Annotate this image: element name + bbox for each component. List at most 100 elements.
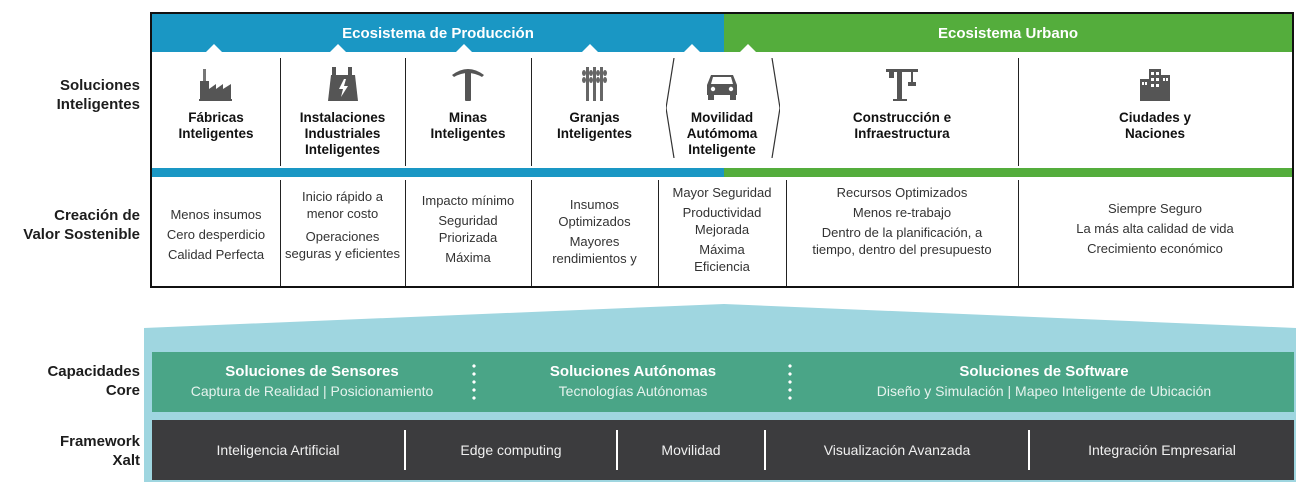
column-divider <box>658 180 659 286</box>
sector-name-line: Fábricas <box>188 110 244 125</box>
value-item: Inicio rápido a menor costo <box>302 189 383 221</box>
column-divider <box>405 58 406 166</box>
row-label-line: Core <box>105 382 140 399</box>
sector-name: Instalaciones Industriales Inteligentes <box>280 110 405 158</box>
core-subtitle: Captura de Realidad | Posicionamiento <box>190 383 434 399</box>
row-label-framework-xalt: Framework Xalt <box>60 432 140 470</box>
sector-name-line: Inteligentes <box>556 126 632 141</box>
value-item: Crecimiento económico <box>1087 241 1223 256</box>
sector-name-line: Inteligentes <box>178 126 254 141</box>
row-label-line: Capacidades <box>47 363 140 380</box>
ecosystem-urban-title: Ecosistema Urbano <box>937 24 1079 42</box>
value-item: Cero desperdicio <box>166 227 266 242</box>
core-subtitle: Tecnologías Autónomas <box>558 383 708 399</box>
sector-name-line: Inteligente <box>688 142 756 157</box>
city-icon <box>1135 64 1175 104</box>
sector-granjas: Granjas Inteligentes Insumos Optimizados… <box>531 54 658 286</box>
solutions-table: Ecosistema de Producción Ecosistema Urba… <box>150 12 1294 288</box>
column-divider <box>786 180 787 286</box>
row-label-line: Valor Sostenible <box>23 226 140 243</box>
sector-values: Siempre Seguro La más alta calidad de vi… <box>1022 200 1288 260</box>
row-label-line: Inteligentes <box>56 96 140 113</box>
sector-ciudades: Ciudades y Naciones Siempre Seguro La má… <box>1018 54 1292 286</box>
value-item: La más alta calidad de vida <box>1076 221 1234 236</box>
sector-name: Ciudades y Naciones <box>1018 110 1292 142</box>
core-capabilities-bar: Soluciones de Sensores Captura de Realid… <box>152 352 1294 412</box>
value-item: Insumos Optimizados <box>558 197 631 229</box>
pickaxe-icon <box>448 64 488 104</box>
column-divider <box>1018 58 1019 166</box>
sector-values: Mayor Seguridad Productividad Mejorada M… <box>662 184 782 278</box>
car-icon <box>702 64 742 104</box>
sector-values: Recursos Optimizados Menos re-trabajo De… <box>790 184 1014 261</box>
sector-name-line: Ciudades y <box>1118 110 1192 125</box>
sector-name-line: Movilidad <box>690 110 754 125</box>
row-label-line: Soluciones <box>59 77 140 94</box>
ecosystem-urban-header: Ecosistema Urbano <box>724 14 1292 52</box>
value-item: Menos insumos <box>170 207 262 222</box>
header-notch <box>454 44 474 54</box>
sector-name-line: Instalaciones <box>299 110 386 125</box>
column-divider <box>1018 180 1019 286</box>
framework-item: Edge computing <box>460 442 562 458</box>
row-label-line: Creación de <box>54 207 140 224</box>
column-divider <box>531 58 532 166</box>
framework-item: Inteligencia Artificial <box>216 442 340 458</box>
value-item: Operaciones seguras y eficientes <box>285 229 400 261</box>
core-separator <box>788 362 792 402</box>
sector-values: Inicio rápido a menor costo Operaciones … <box>284 188 401 265</box>
row-label-line: Framework <box>59 433 140 450</box>
value-item: Productividad Mejorada <box>682 205 762 237</box>
sector-name: Movilidad Autómoma Inteligente <box>658 110 786 158</box>
sector-values: Impacto mínimo Seguridad Priorizada Máxi… <box>409 192 527 269</box>
sector-fabricas: Fábricas Inteligentes Menos insumos Cero… <box>152 54 280 286</box>
header-notch <box>738 44 758 54</box>
core-separator <box>472 362 476 402</box>
power-plant-icon <box>323 64 363 104</box>
sector-name-line: Infraestructura <box>854 126 950 141</box>
crane-icon <box>882 64 922 104</box>
header-notch <box>580 44 600 54</box>
framework-item: Movilidad <box>661 442 721 458</box>
row-label-line: Xalt <box>112 452 140 469</box>
sector-values: Insumos Optimizados Mayores rendimientos… <box>535 196 654 270</box>
column-divider <box>280 58 281 166</box>
core-autonomas: Soluciones Autónomas Tecnologías Autónom… <box>478 362 788 401</box>
ecosystem-production-header: Ecosistema de Producción <box>152 14 724 52</box>
sector-name-line: Construcción e <box>852 110 952 125</box>
column-divider <box>405 180 406 286</box>
sector-name: Fábricas Inteligentes <box>152 110 280 142</box>
value-item: Mayor Seguridad <box>672 185 772 200</box>
column-divider <box>531 180 532 286</box>
row-label-soluciones-inteligentes: Soluciones Inteligentes <box>57 76 140 114</box>
production-band <box>152 168 724 177</box>
value-item: Menos re-trabajo <box>852 205 952 220</box>
sector-name-line: Inteligentes <box>430 126 506 141</box>
framework-divider <box>404 430 406 470</box>
core-title: Soluciones de Sensores <box>225 363 399 380</box>
value-item: Máxima Eficiencia <box>694 242 750 274</box>
sector-name-line: Naciones <box>1124 126 1186 141</box>
sector-minas: Minas Inteligentes Impacto mínimo Seguri… <box>405 54 531 286</box>
sector-movilidad: Movilidad Autómoma Inteligente Mayor Seg… <box>658 54 786 286</box>
core-software: Soluciones de Software Diseño y Simulaci… <box>794 362 1294 401</box>
sector-construccion: Construcción e Infraestructura Recursos … <box>786 54 1018 286</box>
value-item: Impacto mínimo <box>421 193 515 208</box>
header-notch <box>328 44 348 54</box>
value-item: Recursos Optimizados <box>836 185 968 200</box>
sector-values: Menos insumos Cero desperdicio Calidad P… <box>156 206 276 266</box>
framework-divider <box>616 430 618 470</box>
value-item: Seguridad Priorizada <box>438 213 498 245</box>
row-label-creacion-valor: Creación de Valor Sostenible <box>23 206 140 244</box>
sector-name-line: Inteligentes <box>304 142 380 157</box>
sector-name: Construcción e Infraestructura <box>786 110 1018 142</box>
sector-name: Granjas Inteligentes <box>531 110 658 142</box>
framework-xalt-bar: Inteligencia Artificial Edge computing M… <box>152 420 1294 480</box>
urban-band <box>724 168 1292 177</box>
framework-item: Integración Empresarial <box>1088 442 1236 458</box>
sector-name-line: Autómoma <box>686 126 758 141</box>
autonomy-brackets <box>666 58 780 158</box>
header-notch <box>204 44 224 54</box>
core-title: Soluciones de Software <box>959 363 1129 380</box>
factory-icon <box>196 64 236 104</box>
